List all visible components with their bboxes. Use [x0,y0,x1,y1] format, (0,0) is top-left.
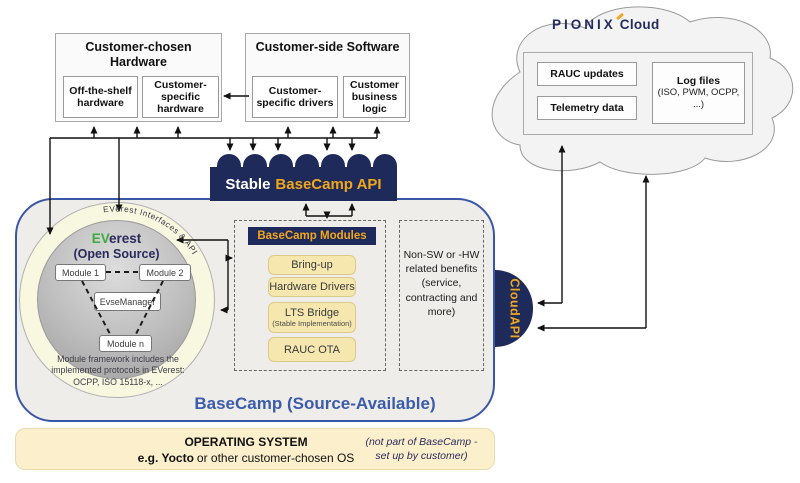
evse-manager-box: EvseManager [94,292,161,311]
os-yocto: e.g. Yocto [137,451,194,466]
everest-title: EVerest [38,231,195,246]
lts-bridge-label: LTS Bridge [284,307,340,319]
os-line2-rest: or other customer-chosen OS [196,451,355,466]
basecamp-modules-header: BaseCamp Modules [248,227,376,245]
api-bar-highlight: BaseCamp API [275,175,382,193]
software-group: Customer-side Software Customer-specific… [245,33,410,122]
bring-up-box: Bring-up [268,255,356,275]
cloud-shape-icon [491,6,794,175]
os-note: (not part of BaseCamp - set up by custom… [365,436,478,462]
cloud-content-frame [523,52,753,135]
api-bar-prefix: Stable [225,175,271,193]
hardware-group-title: Customer-chosen Hardware [85,40,192,69]
everest-title-rest: erest [108,231,142,246]
customer-specific-drivers-box: Customer-specific drivers [252,76,338,118]
rauc-updates-box: RAUC updates [537,62,637,86]
api-connector-humps-icon [217,154,397,168]
hardware-group: Customer-chosen Hardware Off-the-shelf h… [55,33,222,122]
basecamp-label: BaseCamp (Source-Available) [194,394,436,413]
telemetry-data-box: Telemetry data [537,96,637,120]
benefits-text: Non-SW or -HW related benefits (service,… [403,249,480,318]
customer-business-logic-box: Customer business logic [343,76,406,118]
rauc-updates-label: RAUC updates [550,68,624,80]
customer-specific-hardware-box: Customer-specific hardware [142,76,219,118]
benefits-dashed-box [399,220,484,371]
everest-title-ev: EV [91,231,109,246]
everest-subtitle: (Open Source) [73,247,160,261]
lts-bridge-sublabel: (Stable Implementation) [272,319,352,328]
everest-caption: Module framework includes the implemente… [51,354,185,387]
api-bar-label: Stable BaseCamp API [210,167,397,201]
module-n-box: Module n [99,335,152,352]
hardware-drivers-box: Hardware Drivers [268,277,356,297]
cloud-api-tab: CloudAPI [495,270,533,347]
stable-basecamp-api-bar: Stable BaseCamp API [210,154,397,201]
cloud-word: Cloud [619,17,660,32]
log-files-title: Log files [676,75,721,88]
cloud-api-label: CloudAPI [507,278,522,339]
pionix-brand: PIONIX [552,17,616,32]
log-files-box: Log files (ISO, PWM, OCPP, ...) [652,62,745,124]
software-group-title: Customer-side Software [255,40,400,54]
rauc-ota-box: RAUC OTA [268,337,356,362]
os-title: OPERATING SYSTEM [184,435,308,449]
lts-bridge-box: LTS Bridge (Stable Implementation) [268,302,356,333]
basecamp-modules-dashed-box [234,220,386,371]
module-2-box: Module 2 [139,264,191,281]
module-1-box: Module 1 [55,264,106,281]
off-the-shelf-hardware-box: Off-the-shelf hardware [63,76,138,118]
log-files-subtitle: (ISO, PWM, OCPP, ...) [657,87,740,110]
telemetry-data-label: Telemetry data [550,102,624,114]
